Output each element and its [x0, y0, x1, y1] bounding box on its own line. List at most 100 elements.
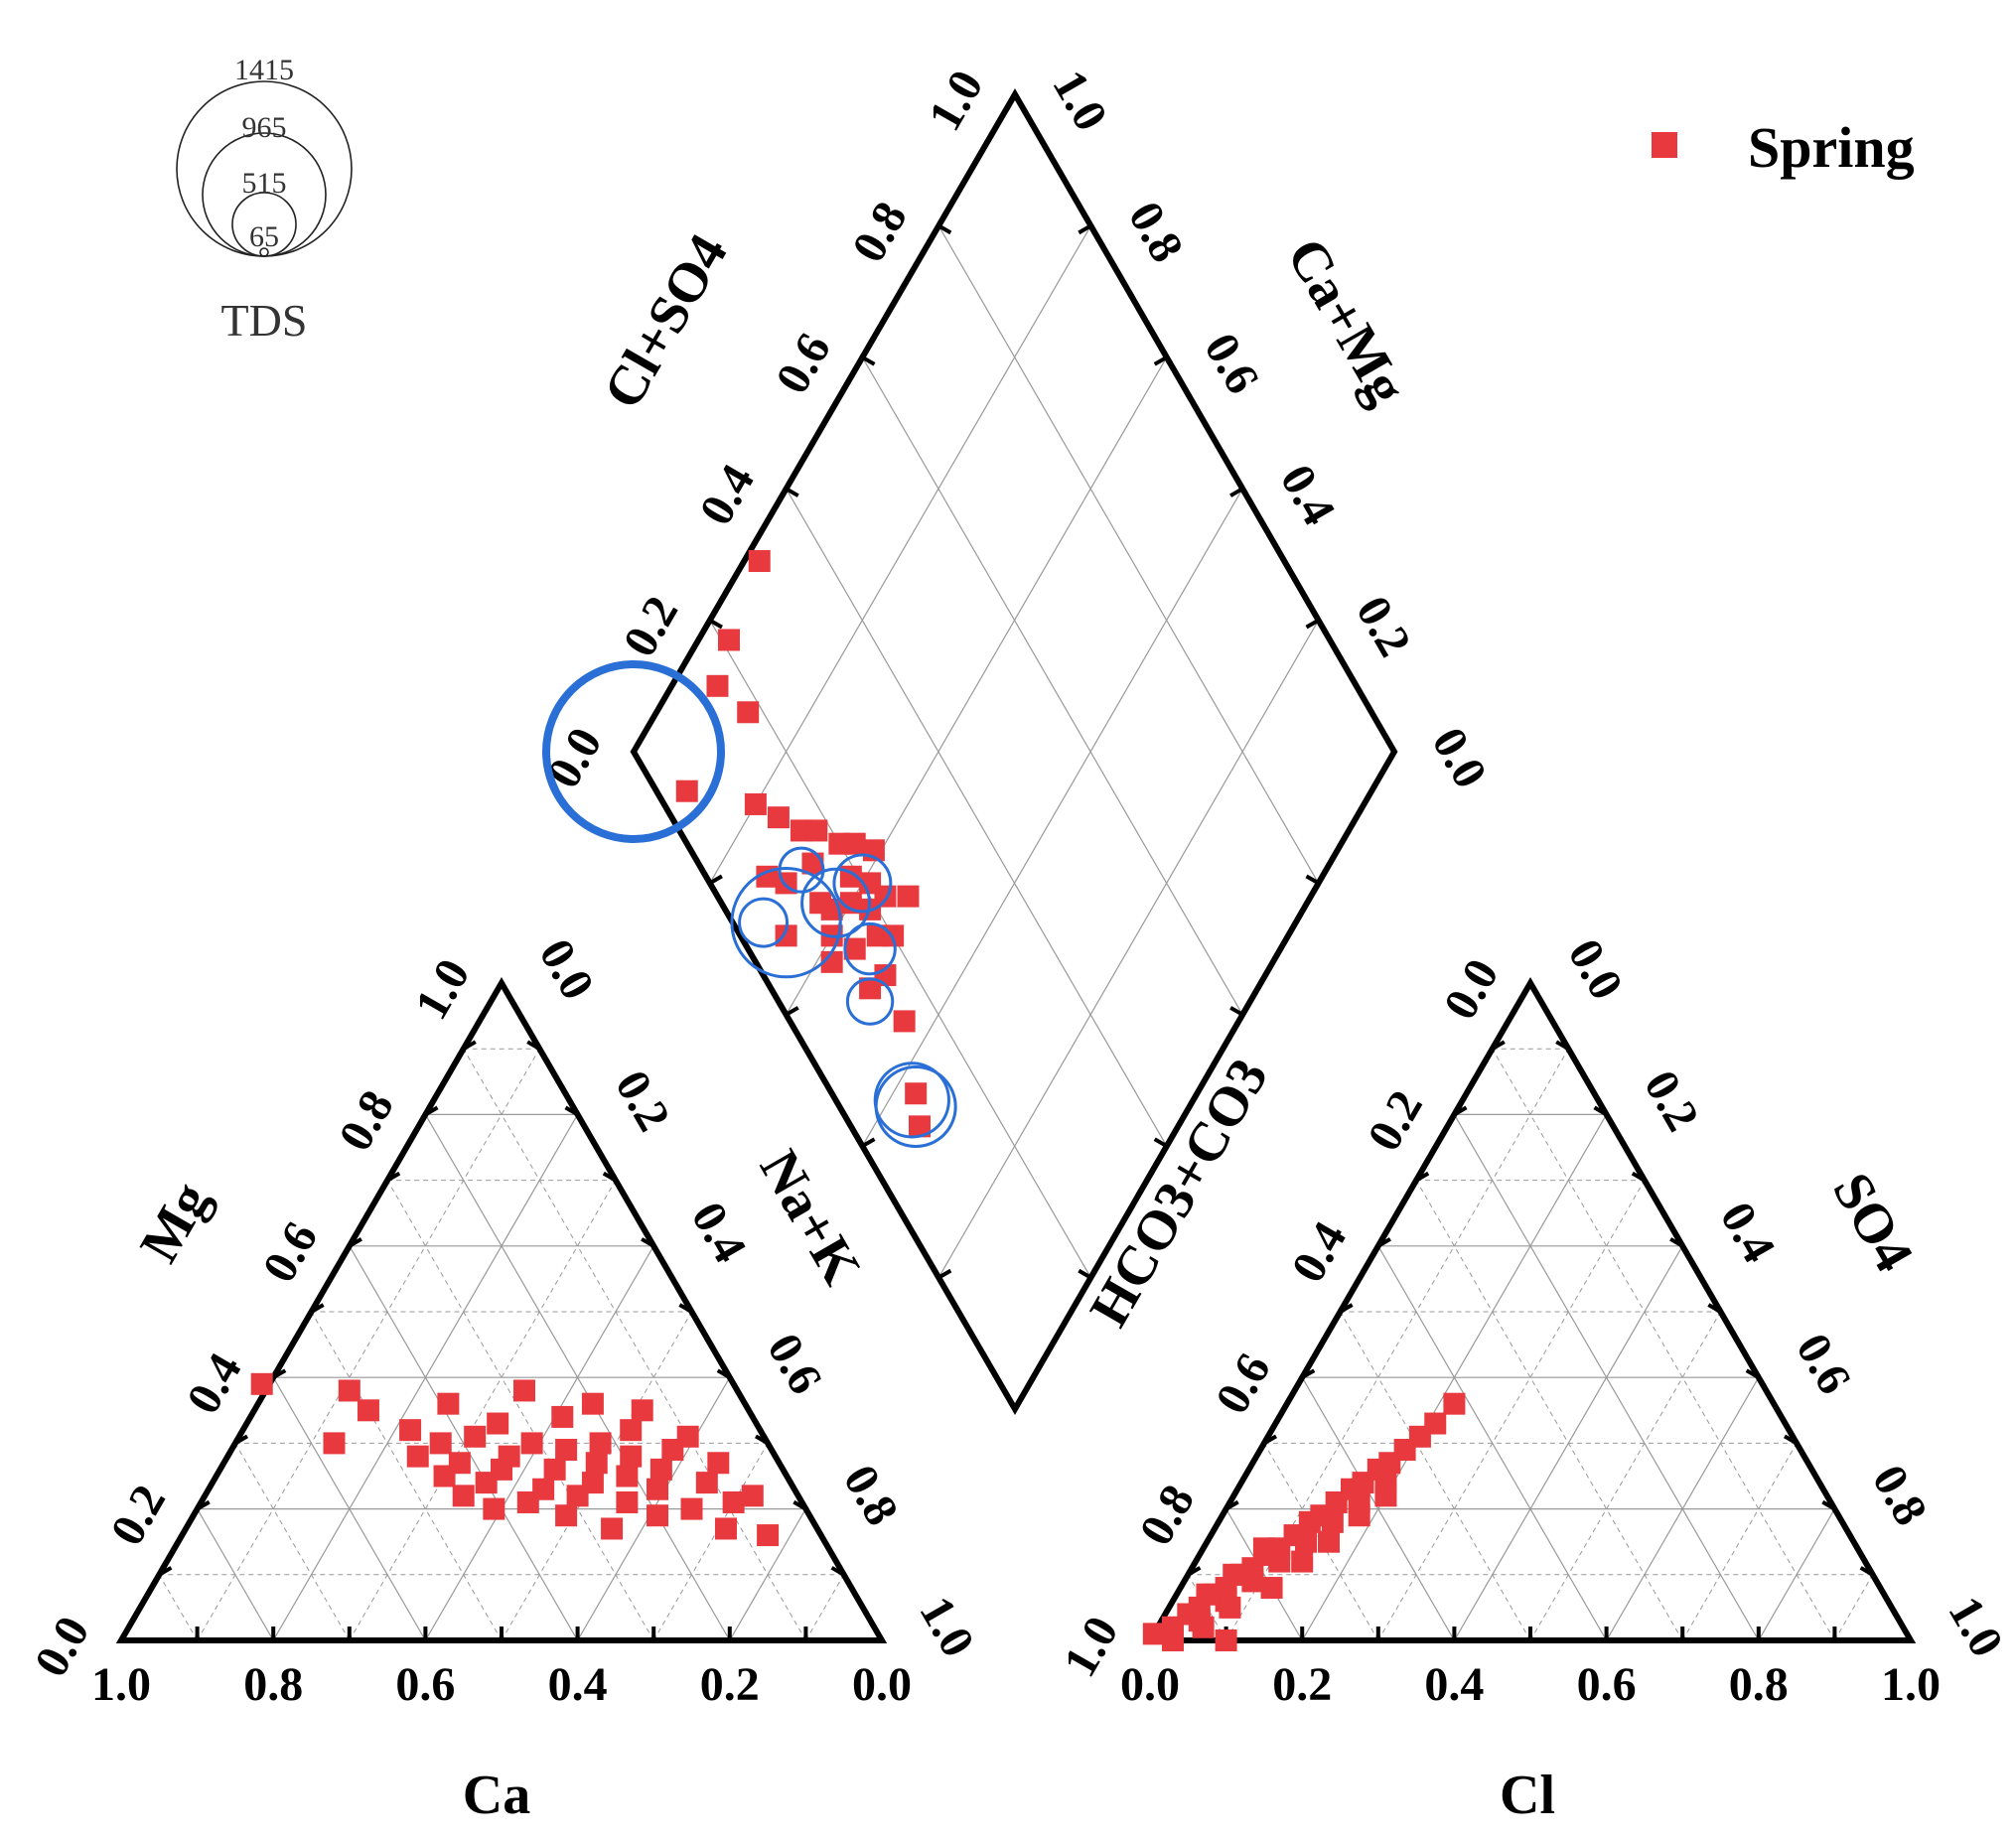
cation-gridline-l — [197, 1508, 274, 1641]
cation-point — [714, 1517, 737, 1540]
diamond-gridline-a — [861, 356, 1243, 1016]
diamond-point — [820, 950, 843, 973]
cation-point — [647, 1504, 669, 1527]
tds-bubble — [832, 853, 893, 914]
cation-point — [452, 1485, 475, 1507]
diamond-tickmark — [785, 487, 799, 497]
anion-point — [1295, 1530, 1318, 1553]
axis-title-cl-so4: Cl+SO4 — [592, 224, 740, 419]
cation-right-tickmark — [716, 1368, 731, 1379]
cation-point — [757, 1524, 780, 1547]
axis-title-na-k: Na+K — [748, 1140, 873, 1295]
plot-outlines — [115, 88, 1917, 1643]
diamond-tickmark — [1305, 874, 1320, 886]
anion-point — [1318, 1530, 1341, 1553]
anion-right-tickmark — [1859, 1566, 1874, 1577]
cation-point — [680, 1497, 703, 1520]
cation-left-tick-label: 0.6 — [252, 1213, 328, 1291]
anion-gridline-l — [1492, 1048, 1835, 1641]
cation-bottom-tick-label: 0.0 — [852, 1658, 912, 1711]
diamond-right-tick-label: 0.6 — [1194, 325, 1269, 402]
cation-bottom-tick-label: 1.0 — [91, 1658, 151, 1711]
tds-legend-title: TDS — [221, 295, 308, 346]
cation-point — [399, 1419, 422, 1442]
anion-gridline-r — [1529, 1311, 1721, 1641]
diamond-tickmark — [708, 618, 723, 630]
diamond-left-tick-label: 0.4 — [689, 456, 765, 533]
anion-point — [1348, 1504, 1370, 1527]
cation-left-tickmark — [310, 1303, 325, 1314]
anion-point — [1142, 1623, 1165, 1645]
axis-title-ca-mg: Ca+Mg — [1274, 228, 1417, 415]
diamond-point — [843, 832, 866, 855]
anion-left-tick-label: 0.6 — [1206, 1345, 1281, 1422]
cation-right-tickmark — [830, 1566, 845, 1577]
cation-right-tickmark — [678, 1303, 693, 1314]
cation-left-tickmark — [424, 1105, 439, 1117]
anion-left-tick-label: 0.0 — [1434, 950, 1510, 1028]
cation-point — [357, 1399, 379, 1422]
legend-spring-marker — [1652, 132, 1677, 158]
anion-gridline-r — [1681, 1443, 1798, 1641]
cation-gridline-r — [197, 1048, 540, 1641]
diamond-point — [718, 629, 740, 651]
cation-left-tickmark — [196, 1499, 211, 1511]
cation-point — [483, 1497, 505, 1520]
legend-spring-label: Spring — [1748, 115, 1915, 180]
diamond-right-tick-label: 0.0 — [1421, 719, 1497, 796]
cation-gridline-l — [386, 1180, 654, 1641]
cation-point — [487, 1412, 509, 1435]
anion-triangle-grid — [1187, 1048, 1874, 1641]
anion-right-tickmark — [1631, 1171, 1646, 1183]
anion-right-tickmark — [1593, 1105, 1608, 1117]
cation-right-tickmark — [526, 1040, 541, 1051]
diamond-point — [893, 1010, 916, 1033]
diamond-right-tick-label: 0.2 — [1346, 588, 1421, 665]
cation-left-tick-label: 0.0 — [25, 1608, 100, 1685]
anion-bottom-tick-label: 0.2 — [1272, 1658, 1332, 1711]
anion-gridline-l — [1340, 1311, 1531, 1641]
cation-point — [555, 1439, 578, 1462]
diamond-tickmark — [1153, 1137, 1168, 1148]
diamond-point — [748, 550, 771, 573]
cation-point — [512, 1379, 535, 1402]
diamond-point — [839, 892, 862, 915]
cation-point — [520, 1432, 543, 1455]
diamond-tickmark — [1229, 487, 1244, 497]
legend: Spring — [1652, 115, 1915, 180]
anion-left-tickmark — [1262, 1434, 1278, 1446]
cation-gridline-r — [729, 1508, 806, 1641]
cation-point — [448, 1452, 471, 1475]
cation-points — [250, 1372, 780, 1547]
anion-bottom-tick-label: 0.8 — [1729, 1658, 1789, 1711]
cation-bottom-tick-label: 0.2 — [700, 1658, 760, 1711]
anion-point — [1252, 1537, 1275, 1560]
cation-right-tick-label: 0.4 — [681, 1194, 757, 1271]
cation-point — [631, 1399, 653, 1422]
diamond-point — [675, 779, 698, 802]
anion-right-tickmark — [1669, 1237, 1684, 1248]
anion-left-tickmark — [1415, 1171, 1430, 1183]
diamond-gridline-a — [937, 225, 1320, 884]
diamond-left-tick-label: 0.6 — [766, 325, 841, 402]
cation-point — [323, 1432, 346, 1455]
anion-gridline-r — [1225, 1048, 1569, 1641]
diamond-gridline-b — [786, 356, 1168, 1016]
anion-point — [1260, 1577, 1283, 1600]
cation-gridline-l — [234, 1443, 351, 1641]
anion-left-tick-label: 0.8 — [1129, 1477, 1205, 1554]
diamond-point — [744, 792, 767, 815]
axis-title-ca: Ca — [463, 1765, 530, 1826]
tds-legend-label-965: 965 — [242, 111, 287, 144]
cation-left-tick-label: 0.4 — [177, 1345, 252, 1422]
diamond-gridline-b — [937, 620, 1320, 1278]
cation-gridline-r — [804, 1574, 845, 1641]
axis-title-hco3-co3: HCO3+CO3 — [1079, 1049, 1280, 1337]
cation-left-tickmark — [386, 1171, 401, 1183]
anion-left-tick-label: 0.2 — [1358, 1081, 1433, 1159]
cation-left-tickmark — [272, 1368, 287, 1379]
cation-point — [647, 1478, 669, 1500]
diamond-point — [737, 701, 760, 724]
anion-gridline-r — [1833, 1574, 1874, 1641]
